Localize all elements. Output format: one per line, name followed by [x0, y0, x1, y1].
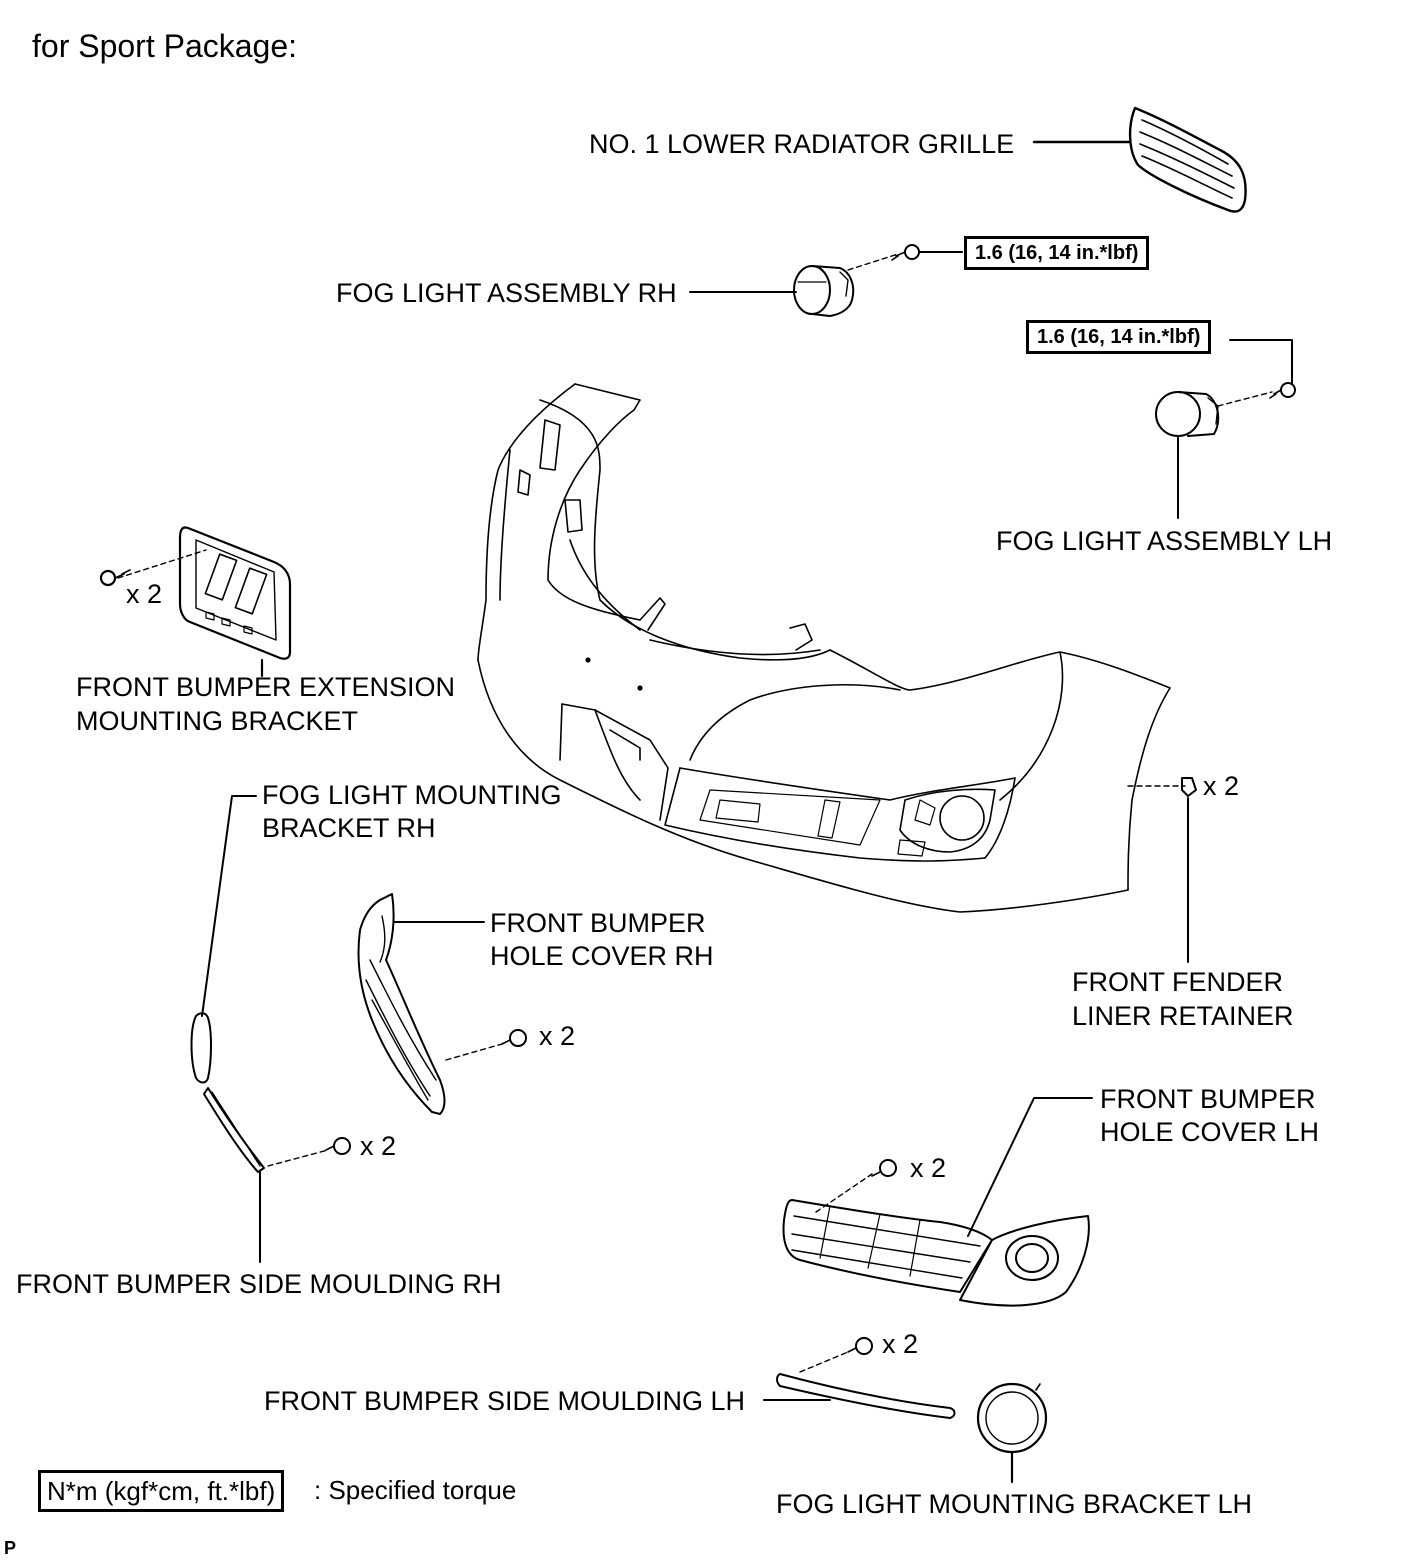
corner-mark: P [4, 1538, 17, 1558]
qty-side-moulding-lh: x 2 [882, 1329, 919, 1359]
legend-torque-text: : Specified torque [314, 1475, 517, 1505]
label-fog-bracket-rh-line1: FOG LIGHT MOUNTING [262, 780, 562, 810]
torque-spec-fog-rh: 1.6 (16, 14 in.*lbf) [964, 236, 1150, 270]
label-extension-bracket-line2: MOUNTING BRACKET [76, 706, 359, 736]
page-heading: for Sport Package: [32, 28, 298, 64]
label-hole-cover-lh-line2: HOLE COVER LH [1100, 1117, 1320, 1147]
label-fender-retainer-line1: FRONT FENDER [1072, 967, 1284, 997]
label-fog-bracket-rh-line2: BRACKET RH [262, 813, 436, 843]
torque-spec-fog-lh: 1.6 (16, 14 in.*lbf) [1026, 320, 1212, 354]
legend-torque-box: N*m (kgf*cm, ft.*lbf) [38, 1470, 285, 1512]
extension-bracket-drawing [101, 527, 290, 676]
label-fender-retainer-line2: LINER RETAINER [1072, 1001, 1294, 1031]
fog-light-lh-drawing [1156, 340, 1295, 518]
label-lower-radiator-grille: NO. 1 LOWER RADIATOR GRILLE [589, 129, 1015, 159]
side-moulding-rh-drawing [204, 1088, 350, 1262]
qty-hole-cover-lh: x 2 [910, 1153, 947, 1183]
qty-fender-retainer: x 2 [1203, 771, 1240, 801]
label-side-moulding-rh: FRONT BUMPER SIDE MOULDING RH [16, 1269, 502, 1299]
lower-radiator-grille-drawing [1034, 108, 1246, 212]
label-hole-cover-rh-line1: FRONT BUMPER [490, 908, 706, 938]
qty-extension-bracket: x 2 [126, 579, 163, 609]
front-bumper-cover [478, 384, 1185, 912]
qty-hole-cover-rh: x 2 [539, 1021, 576, 1051]
label-fog-light-lh: FOG LIGHT ASSEMBLY LH [996, 526, 1333, 556]
hole-cover-rh-drawing [359, 894, 527, 1114]
label-extension-bracket-line1: FRONT BUMPER EXTENSION [76, 672, 456, 702]
fog-bracket-rh-drawing [192, 796, 257, 1083]
label-fog-bracket-lh: FOG LIGHT MOUNTING BRACKET LH [776, 1489, 1253, 1519]
side-moulding-lh-drawing [764, 1338, 955, 1418]
qty-side-moulding-rh: x 2 [360, 1131, 397, 1161]
label-side-moulding-lh: FRONT BUMPER SIDE MOULDING LH [264, 1386, 746, 1416]
label-fog-light-rh: FOG LIGHT ASSEMBLY RH [336, 278, 677, 308]
hole-cover-lh-drawing [784, 1098, 1092, 1306]
label-hole-cover-lh-line1: FRONT BUMPER [1100, 1084, 1316, 1114]
fog-light-rh-drawing [690, 245, 962, 316]
fender-retainer-drawing [1182, 778, 1196, 962]
fog-bracket-lh-drawing [978, 1384, 1046, 1482]
label-hole-cover-rh-line2: HOLE COVER RH [490, 941, 714, 971]
